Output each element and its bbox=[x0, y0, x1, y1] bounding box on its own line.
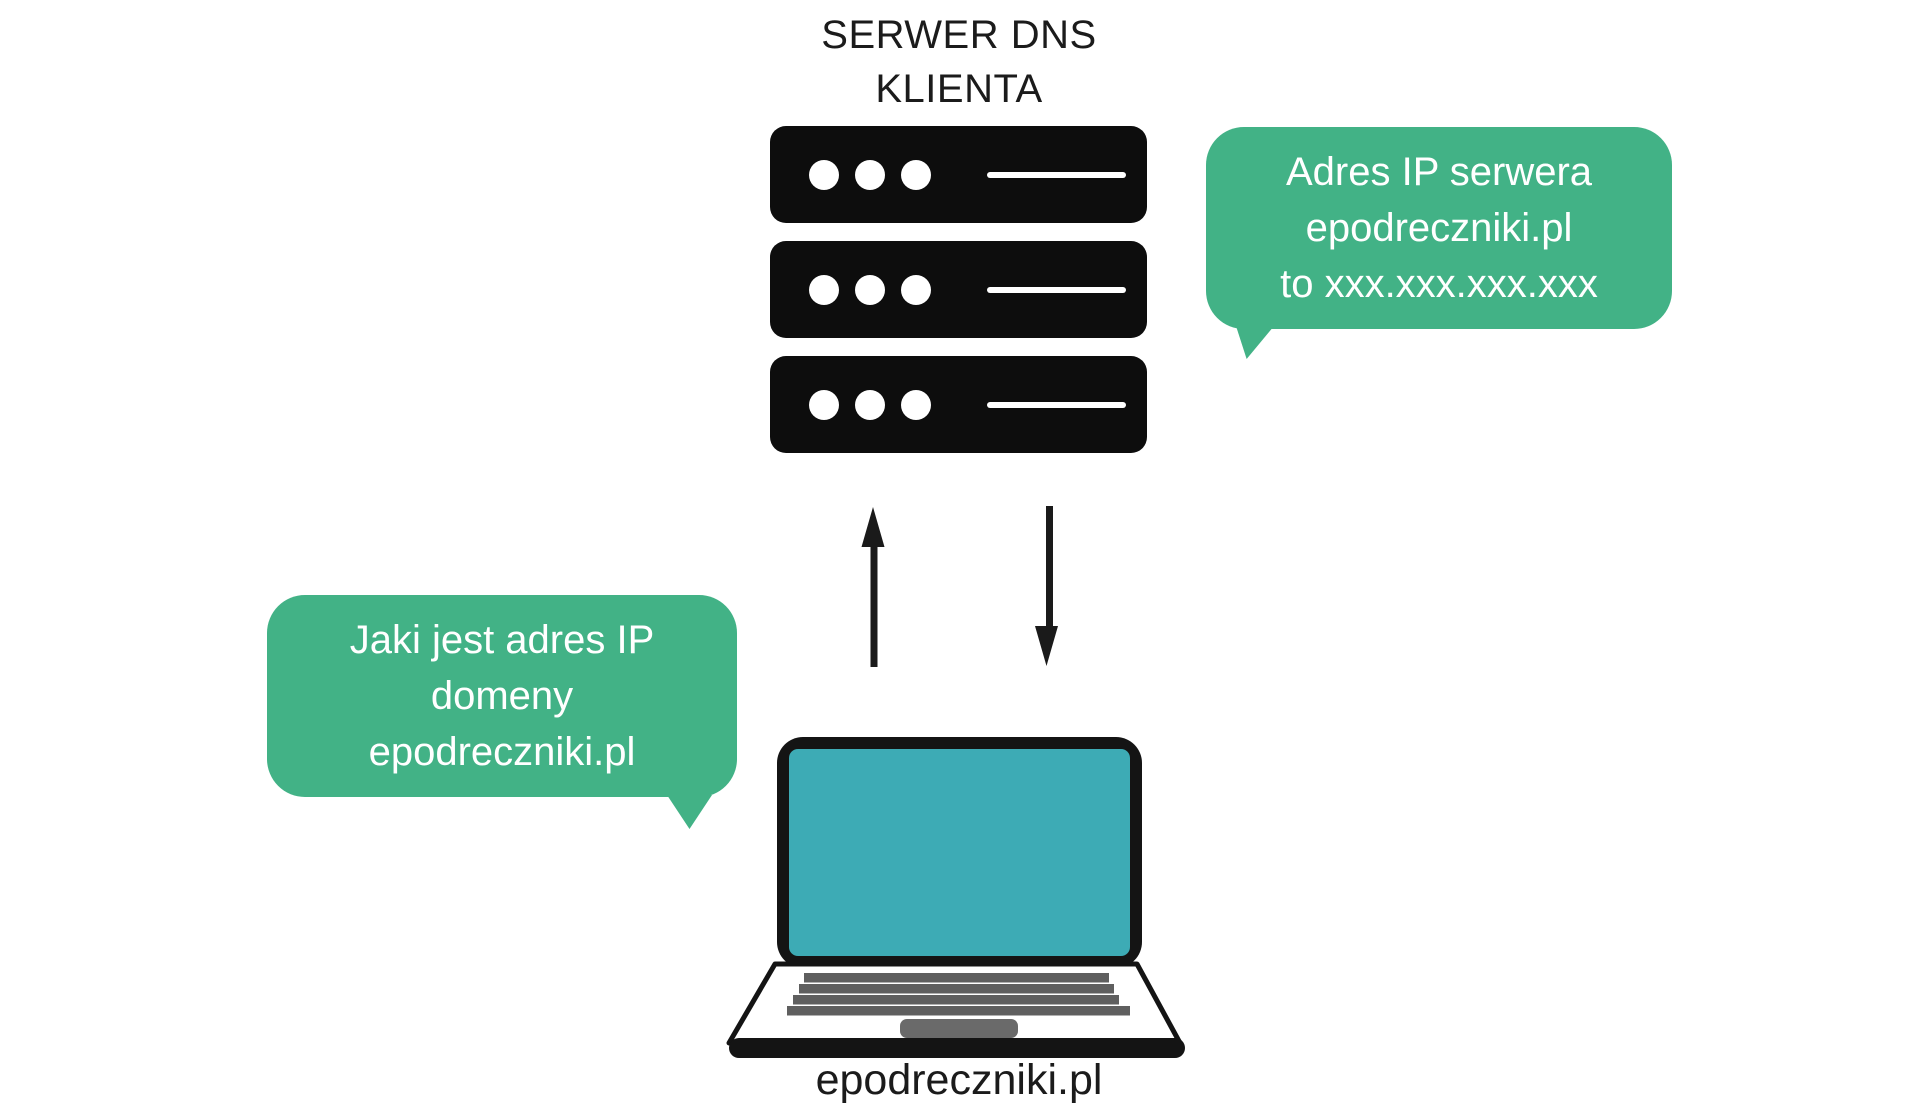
laptop-bottom-edge bbox=[729, 1038, 1185, 1058]
server-slot-line-icon bbox=[987, 402, 1126, 408]
client-question-line1: Jaki jest adres IP bbox=[349, 618, 655, 662]
client-question-bubble-tail bbox=[667, 795, 712, 829]
laptop-icon bbox=[726, 737, 1185, 1058]
server-led-dot-icon bbox=[901, 275, 931, 305]
server-led-dot-icon bbox=[855, 160, 885, 190]
server-answer-line1: Adres IP serwera bbox=[1285, 150, 1593, 194]
laptop-keyboard-row-icon bbox=[799, 984, 1114, 994]
arrow-down-icon bbox=[1035, 506, 1058, 666]
server-slot-line-icon bbox=[987, 172, 1126, 178]
server-slot-line-icon bbox=[987, 287, 1126, 293]
server-led-dot-icon bbox=[855, 275, 885, 305]
server-led-dot-icon bbox=[901, 160, 931, 190]
laptop-touchpad-icon bbox=[900, 1019, 1018, 1038]
server-unit-icon bbox=[770, 126, 1147, 223]
laptop-screen bbox=[789, 749, 1130, 956]
server-answer-bubble: Adres IP serwera epodreczniki.pl to xxx.… bbox=[1206, 127, 1672, 329]
server-led-dot-icon bbox=[901, 390, 931, 420]
server-unit-icon bbox=[770, 356, 1147, 453]
diagram-title-line1: SERWER DNS bbox=[821, 13, 1097, 57]
arrow-up-icon bbox=[861, 507, 885, 667]
client-question-line2: domeny bbox=[430, 674, 574, 718]
server-answer-bubble-tail bbox=[1236, 326, 1274, 359]
laptop-keyboard-row-icon bbox=[804, 973, 1109, 983]
laptop-keyboard-row-icon bbox=[787, 1006, 1130, 1016]
laptop-keyboard-row-icon bbox=[793, 995, 1119, 1005]
server-led-dot-icon bbox=[809, 275, 839, 305]
client-question-line3: epodreczniki.pl bbox=[368, 730, 636, 774]
server-led-dot-icon bbox=[809, 390, 839, 420]
server-led-dot-icon bbox=[809, 160, 839, 190]
laptop-label: epodreczniki.pl bbox=[815, 1056, 1103, 1104]
server-answer-line2: epodreczniki.pl bbox=[1305, 206, 1573, 250]
diagram-title: SERWER DNS KLIENTA bbox=[759, 8, 1159, 116]
client-question-bubble: Jaki jest adres IP domeny epodreczniki.p… bbox=[267, 595, 737, 797]
diagram-title-line2: KLIENTA bbox=[875, 67, 1043, 111]
server-unit-icon bbox=[770, 241, 1147, 338]
server-answer-line3: to xxx.xxx.xxx.xxx bbox=[1280, 262, 1598, 306]
server-led-dot-icon bbox=[855, 390, 885, 420]
